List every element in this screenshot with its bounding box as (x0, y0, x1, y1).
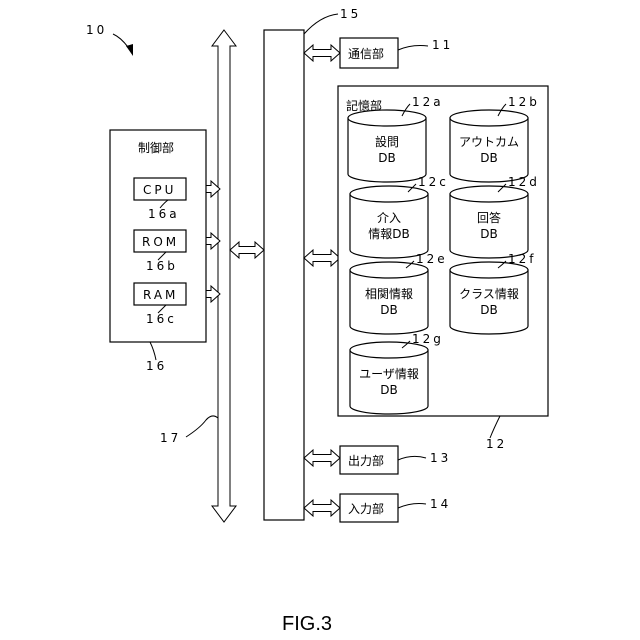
database-4: 回答 DB 12d (450, 175, 540, 258)
interface-bus (264, 30, 304, 520)
ref-control-leader (150, 342, 156, 360)
comm-unit-label: 通信部 (348, 46, 384, 61)
database-cylinder-body (348, 118, 426, 182)
ref-ram: 16c (146, 312, 177, 326)
arrow-bus-comm (304, 45, 340, 61)
database-ref: 12a (412, 95, 444, 109)
database-cylinder-body (350, 350, 428, 414)
ref-comm-leader (398, 46, 428, 51)
main-bus-arrow (212, 30, 236, 522)
database-sublabel: DB (380, 303, 397, 317)
control-unit-title: 制御部 (138, 140, 174, 155)
ref-storage-leader (490, 416, 500, 438)
database-label: 相関情報 (365, 287, 413, 301)
database-label: アウトカム (459, 135, 519, 149)
ref-input-leader (398, 504, 426, 509)
database-cylinder-body (350, 194, 428, 258)
database-cylinder-body (450, 270, 528, 334)
database-ref: 12g (412, 332, 444, 346)
database-cylinder-body (350, 270, 428, 334)
database-label: クラス情報 (459, 287, 519, 301)
database-label: ユーザ情報 (359, 367, 419, 381)
arrow-main-interface (230, 242, 264, 258)
database-sublabel: DB (380, 383, 397, 397)
input-unit-label: 入力部 (348, 501, 384, 516)
database-cylinder-body (450, 194, 528, 258)
output-unit-label: 出力部 (348, 453, 384, 468)
ref-main-bus: 17 (160, 431, 181, 445)
ref-output-unit: 13 (430, 451, 451, 465)
ref-input-unit: 14 (430, 497, 451, 511)
database-cylinder-top (348, 110, 426, 126)
rom-label: ROM (142, 235, 179, 249)
database-sublabel: DB (378, 151, 395, 165)
arrow-bus-output (304, 450, 340, 466)
ref-interface-bus: 15 (340, 7, 361, 21)
ref-output-leader (398, 456, 426, 460)
database-cylinder-body (450, 118, 528, 182)
database-label: 設問 (375, 134, 399, 149)
database-sublabel: DB (480, 303, 497, 317)
database-cylinder-top (350, 186, 428, 202)
ref-rom: 16b (146, 259, 178, 273)
database-label: 介入 (377, 211, 401, 225)
database-ref: 12b (508, 95, 540, 109)
ref-storage-unit: 12 (486, 437, 507, 451)
database-6: クラス情報 DB 12f (450, 252, 537, 334)
cpu-label: CPU (143, 183, 176, 197)
ref-system: 10 (86, 23, 107, 37)
database-ref: 12c (418, 175, 449, 189)
ref-system-arrowhead (126, 44, 133, 56)
figure-caption: FIG.3 (282, 613, 332, 635)
database-ref: 12e (416, 252, 448, 266)
ref-control-unit: 16 (146, 359, 167, 373)
ref-cpu: 16a (148, 207, 180, 221)
arrow-bus-input (304, 500, 340, 516)
arrow-bus-storage (304, 250, 340, 266)
ref-main-bus-leader (186, 416, 218, 437)
database-sublabel: DB (480, 227, 497, 241)
database-sublabel: DB (480, 151, 497, 165)
database-sublabel: 情報DB (368, 227, 409, 241)
database-label: 回答 (477, 210, 501, 225)
ram-label: RAM (143, 288, 178, 302)
database-cylinder-top (450, 110, 528, 126)
ref-interface-leader (304, 14, 338, 34)
database-ref: 12f (508, 252, 537, 266)
ref-comm-unit: 11 (432, 38, 453, 52)
database-ref: 12d (508, 175, 540, 189)
